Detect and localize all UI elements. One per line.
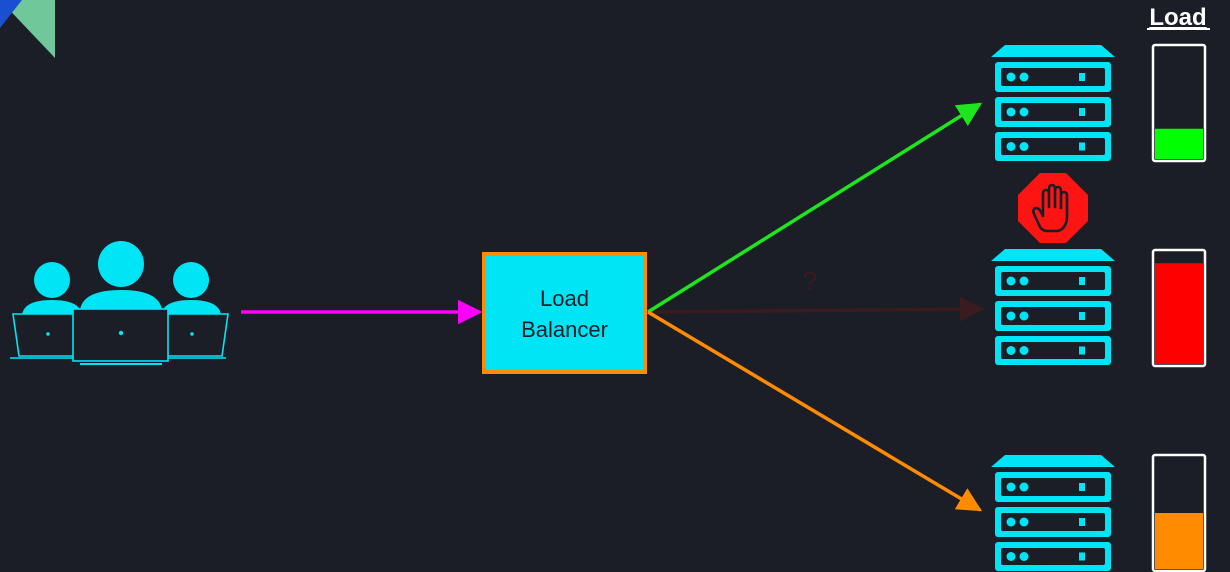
load-balancer-label-line1: Load — [540, 286, 589, 311]
load-gauge-3 — [1151, 453, 1207, 572]
load-balancer-label-line2: Balancer — [521, 317, 608, 342]
load-header: Load — [1149, 4, 1206, 31]
load-gauge-1-fill — [1155, 128, 1203, 159]
server-rack-icon — [991, 455, 1115, 571]
users-with-laptops-icon — [10, 241, 229, 365]
corner-logo-fragment — [0, 0, 55, 58]
load-balancer-box: Load Balancer — [482, 252, 647, 374]
stop-hand-icon — [1018, 173, 1088, 243]
blocked-route-question-mark: ? — [803, 266, 817, 296]
route-to-server-1 — [647, 102, 983, 314]
load-gauge-3-fill — [1155, 513, 1203, 569]
load-gauge-2 — [1151, 248, 1207, 368]
blocked-route: ? — [647, 266, 985, 322]
route-to-server-3 — [647, 310, 983, 512]
load-gauge-2-fill — [1155, 263, 1203, 364]
server-rack-icon — [991, 45, 1115, 161]
load-gauge-1 — [1151, 43, 1207, 163]
server-rack-icon — [991, 249, 1115, 365]
